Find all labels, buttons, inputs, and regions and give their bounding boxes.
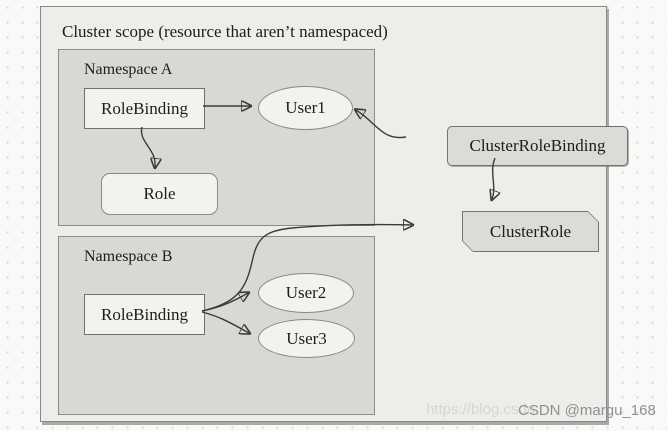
namespace-b-label: Namespace B [84,248,173,265]
role-node: Role [101,173,218,215]
cluster-scope-box: Cluster scope (resource that aren’t name… [40,6,628,422]
namespace-a-box: Namespace A RoleBinding Role User1 [58,49,375,226]
user2-node: User2 [258,273,354,313]
watermark-url-text: https://blog.csdn [426,401,536,418]
watermark-author-text: CSDN @margu_168 [518,402,656,419]
cluster-role-node: ClusterRole [462,211,599,252]
rolebinding-a-node: RoleBinding [84,88,205,129]
namespace-b-box: Namespace B RoleBinding User2 User3 [58,236,375,415]
rolebinding-b-node: RoleBinding [84,294,205,335]
watermark: https://blog.csdn CSDN @margu_168 [424,399,667,421]
cluster-scope-title: Cluster scope (resource that aren’t name… [62,22,388,41]
cluster-role-binding-node: ClusterRoleBinding [447,126,628,166]
user3-node: User3 [258,319,355,358]
cluster-role-label: ClusterRole [463,212,598,251]
namespace-a-label: Namespace A [84,61,173,78]
user1-node: User1 [258,86,353,130]
